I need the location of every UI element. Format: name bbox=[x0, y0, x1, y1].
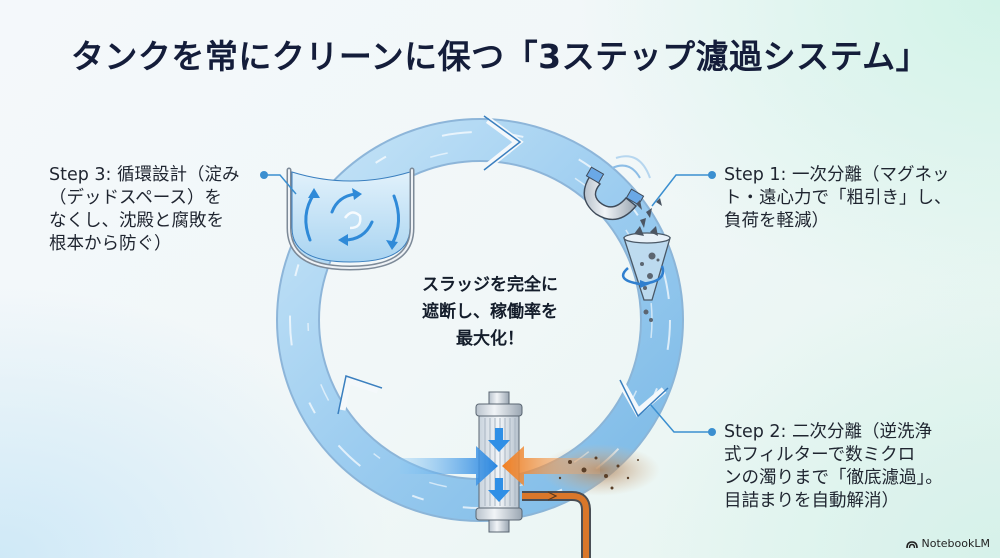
step2-line: Step 2: 二次分離（逆洗浄 bbox=[724, 422, 932, 442]
step3-line: （デッドスペース）を bbox=[49, 188, 222, 208]
step3-line: なくし、沈殿と腐敗を bbox=[49, 211, 224, 231]
brand-watermark: NotebookLM bbox=[905, 537, 990, 550]
notebooklm-logo-icon bbox=[905, 540, 918, 548]
drain-pipe-sludge bbox=[522, 493, 589, 558]
backwash-filter-icon bbox=[400, 391, 660, 558]
flow-arrow-top bbox=[485, 117, 524, 169]
connector-step1 bbox=[651, 174, 712, 207]
connector-dot-step1 bbox=[708, 171, 716, 179]
page-title: タンクを常にクリーンに保つ「3ステップ濾過システム」 bbox=[70, 37, 930, 76]
connector-dot-step3 bbox=[260, 171, 268, 179]
flow-arrow-left-outline bbox=[337, 375, 383, 415]
step1-description: Step 1: 一次分離（マグネッ ト・遠心力で「粗引き」し、 負荷を軽減） bbox=[724, 164, 994, 233]
swirl-arrow bbox=[390, 194, 400, 246]
metal-chips bbox=[636, 198, 662, 228]
step2-line: 目詰まりを自動解消） bbox=[724, 491, 899, 511]
step1-line: 負荷を軽減） bbox=[724, 211, 829, 231]
sludge-particles bbox=[558, 456, 639, 490]
connector-dot-step2 bbox=[708, 428, 716, 436]
step1-line: Step 1: 一次分離（マグネッ bbox=[724, 165, 950, 185]
flow-arrow-left bbox=[338, 375, 380, 411]
brand-label: NotebookLM bbox=[921, 537, 990, 550]
step2-line: ンの濁りまで「徹底濾過」。 bbox=[724, 468, 943, 488]
center-message-line: 最大化！ bbox=[456, 329, 524, 349]
step3-line: 根本から防ぐ） bbox=[49, 234, 172, 254]
step3-description: Step 3: 循環設計（淀み （デッドスペース）を なくし、沈殿と腐敗を 根本… bbox=[49, 164, 259, 256]
center-message: スラッジを完全に 遮断し、稼働率を 最大化！ bbox=[400, 272, 580, 353]
step2-description: Step 2: 二次分離（逆洗浄 式フィルターで数ミクロ ンの濁りまで「徹底濾過… bbox=[724, 421, 994, 513]
dirty-flow-arrow bbox=[502, 446, 600, 486]
flow-arrow-right-outline bbox=[619, 379, 669, 418]
connector-step3 bbox=[264, 174, 297, 195]
connector-step2 bbox=[649, 403, 712, 433]
step3-line: Step 3: 循環設計（淀み bbox=[49, 165, 240, 185]
step1-line: ト・遠心力で「粗引き」し、 bbox=[724, 188, 952, 208]
center-message-line: スラッジを完全に bbox=[422, 275, 558, 295]
circulating-tank-icon bbox=[286, 167, 415, 271]
step2-line: 式フィルターで数ミクロ bbox=[724, 445, 916, 465]
clean-flow-arrow bbox=[400, 446, 498, 486]
center-message-line: 遮断し、稼働率を bbox=[422, 302, 558, 322]
magnet-icon bbox=[583, 155, 662, 228]
flow-arrow-top-outline bbox=[483, 115, 522, 171]
down-arrow-icon bbox=[488, 428, 510, 502]
centrifugal-funnel-icon bbox=[621, 226, 671, 322]
connectors bbox=[264, 174, 712, 433]
